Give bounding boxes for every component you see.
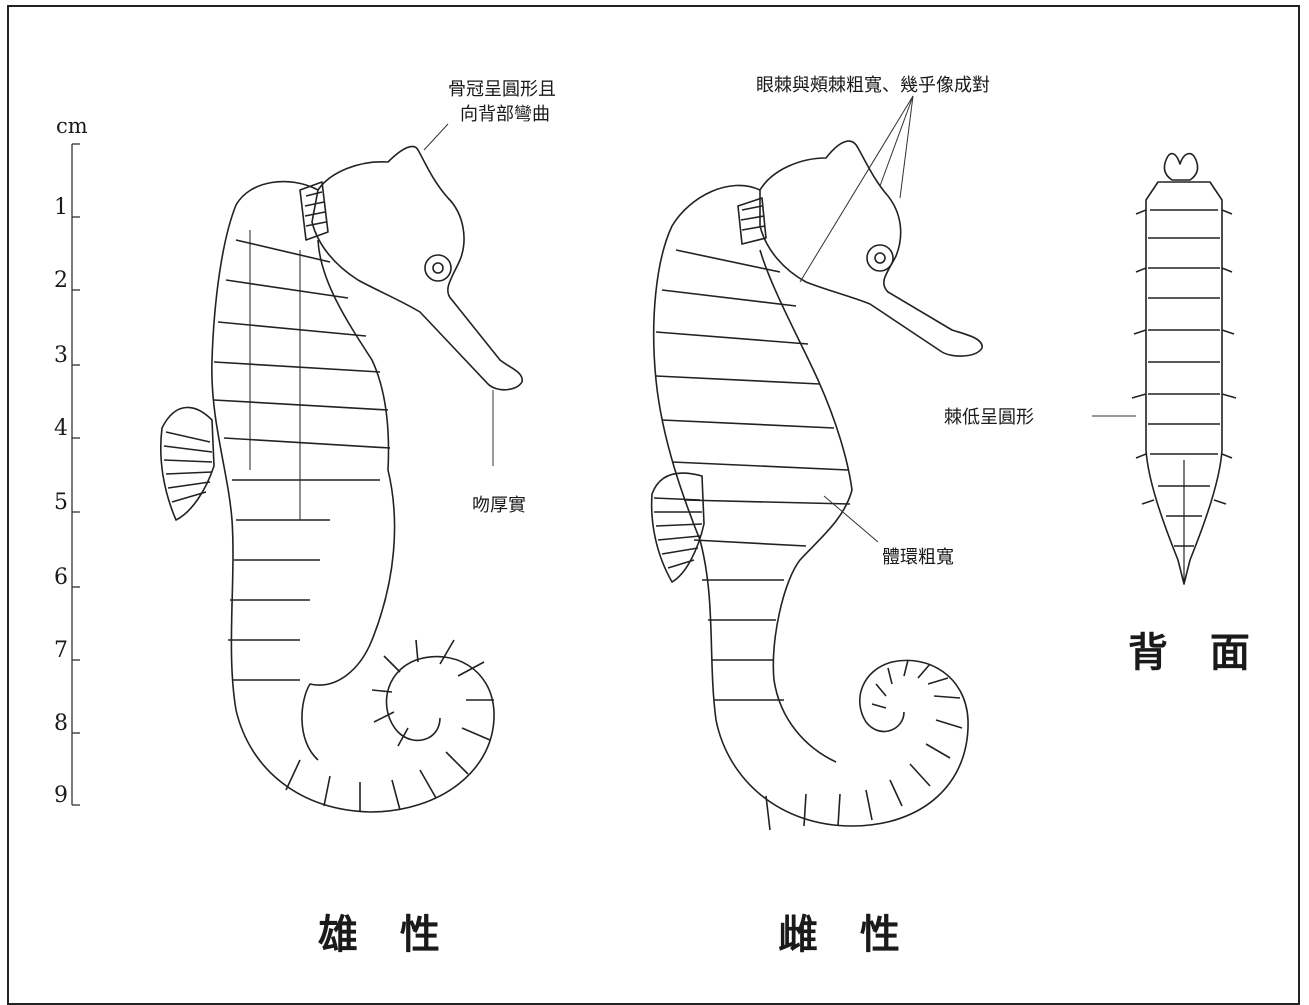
scale-tick-7: 7 <box>48 638 68 663</box>
scale-unit-label: cm <box>56 114 88 138</box>
scale-tick-4: 4 <box>48 416 68 441</box>
female-seahorse-drawing <box>652 141 983 830</box>
scale-tick-3: 3 <box>48 343 68 368</box>
annotation-crest-line1: 骨冠呈圓形且 <box>448 78 556 102</box>
annotation-crest-line2: 向背部彎曲 <box>460 103 550 127</box>
scale-tick-2: 2 <box>48 268 68 293</box>
annotation-low-spines: 棘低呈圓形 <box>944 406 1034 430</box>
male-seahorse-drawing <box>161 146 522 812</box>
annotation-spines: 眼棘與頰棘粗寬、幾乎像成對 <box>756 74 990 98</box>
scale-tick-6: 6 <box>48 565 68 590</box>
caption-dorsal: 背 面 <box>1128 620 1264 678</box>
annotation-snout: 吻厚實 <box>472 494 526 518</box>
scale-tick-8: 8 <box>48 711 68 736</box>
dorsal-view-drawing <box>1132 154 1236 584</box>
caption-female: 雌 性 <box>778 902 914 960</box>
scale-tick-9: 9 <box>48 783 68 808</box>
caption-male: 雄 性 <box>318 902 454 960</box>
scale-bar <box>72 144 80 805</box>
leader-lines <box>424 96 1136 542</box>
annotation-body-rings: 體環粗寬 <box>882 546 954 570</box>
scale-tick-1: 1 <box>48 195 68 220</box>
scale-tick-5: 5 <box>48 490 68 515</box>
